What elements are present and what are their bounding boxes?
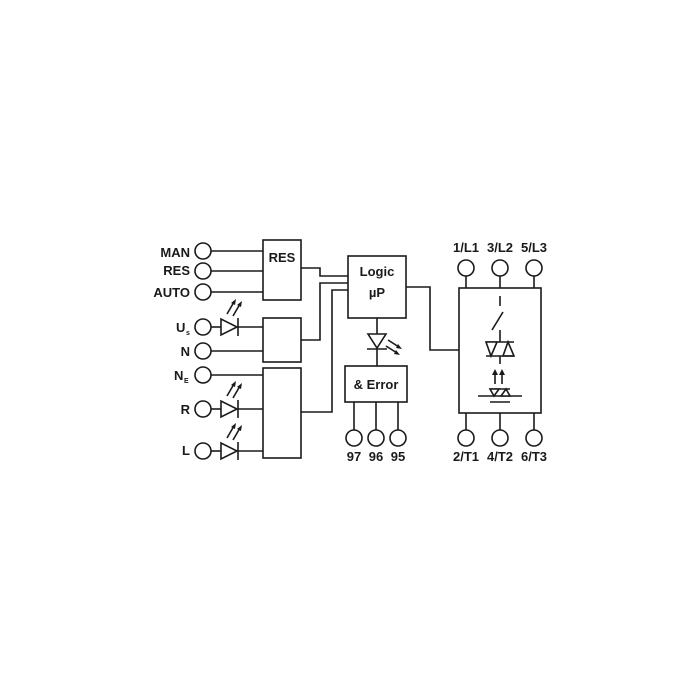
terminal-5-l3 (525, 259, 543, 277)
terminal-4-t2 (491, 429, 509, 447)
label-5-l3: 5/L3 (521, 240, 547, 255)
res-block-label: RES (269, 250, 296, 265)
led-r-icon (220, 381, 242, 419)
terminal-96 (367, 429, 385, 447)
opto-triac-icon (478, 387, 522, 403)
label-96: 96 (369, 449, 383, 464)
terminal-97 (345, 429, 363, 447)
label-ne: N E (174, 368, 189, 385)
label-95: 95 (391, 449, 405, 464)
supply-block (262, 317, 302, 363)
led-us-icon (220, 299, 242, 337)
terminal-us (194, 318, 212, 336)
label-97: 97 (347, 449, 361, 464)
terminal-2-t1 (457, 429, 475, 447)
error-block (344, 365, 408, 403)
label-l: L (182, 443, 190, 458)
wire-input-logic (301, 289, 348, 413)
label-auto: AUTO (153, 285, 190, 300)
terminal-1-l1 (457, 259, 475, 277)
led-l-icon (220, 423, 242, 461)
terminal-r (194, 400, 212, 418)
label-ne-sub: E (184, 378, 189, 385)
terminal-man (194, 242, 212, 260)
terminal-l (194, 442, 212, 460)
input-block (262, 367, 302, 459)
terminal-auto (194, 283, 212, 301)
label-1-l1: 1/L1 (453, 240, 479, 255)
terminal-95 (389, 429, 407, 447)
triac-icon (484, 338, 516, 364)
terminal-n (194, 342, 212, 360)
wire-logic-power (406, 286, 459, 351)
opto-arrows-icon (492, 369, 505, 384)
terminal-6-t3 (525, 429, 543, 447)
label-r: R (181, 402, 191, 417)
switch-contact-icon (491, 296, 504, 338)
logic-block-label-2: µP (369, 285, 385, 300)
led-status-icon (366, 333, 402, 355)
label-us-main: U (176, 320, 185, 335)
power-block (458, 287, 542, 414)
wire-res-logic (301, 267, 348, 277)
label-res: RES (163, 263, 190, 278)
terminal-res (194, 262, 212, 280)
terminal-ne (194, 366, 212, 384)
terminal-3-l2 (491, 259, 509, 277)
label-6-t3: 6/T3 (521, 449, 547, 464)
label-us: U s (176, 320, 190, 337)
res-block (262, 239, 302, 301)
label-man: MAN (160, 245, 190, 260)
label-3-l2: 3/L2 (487, 240, 513, 255)
wire-supply-logic (301, 282, 348, 341)
label-4-t2: 4/T2 (487, 449, 513, 464)
label-us-sub: s (186, 330, 190, 337)
logic-block-label-1: Logic (360, 264, 395, 279)
label-n: N (181, 344, 190, 359)
label-ne-main: N (174, 368, 183, 383)
label-2-t1: 2/T1 (453, 449, 479, 464)
error-block-label: & Error (354, 377, 399, 392)
